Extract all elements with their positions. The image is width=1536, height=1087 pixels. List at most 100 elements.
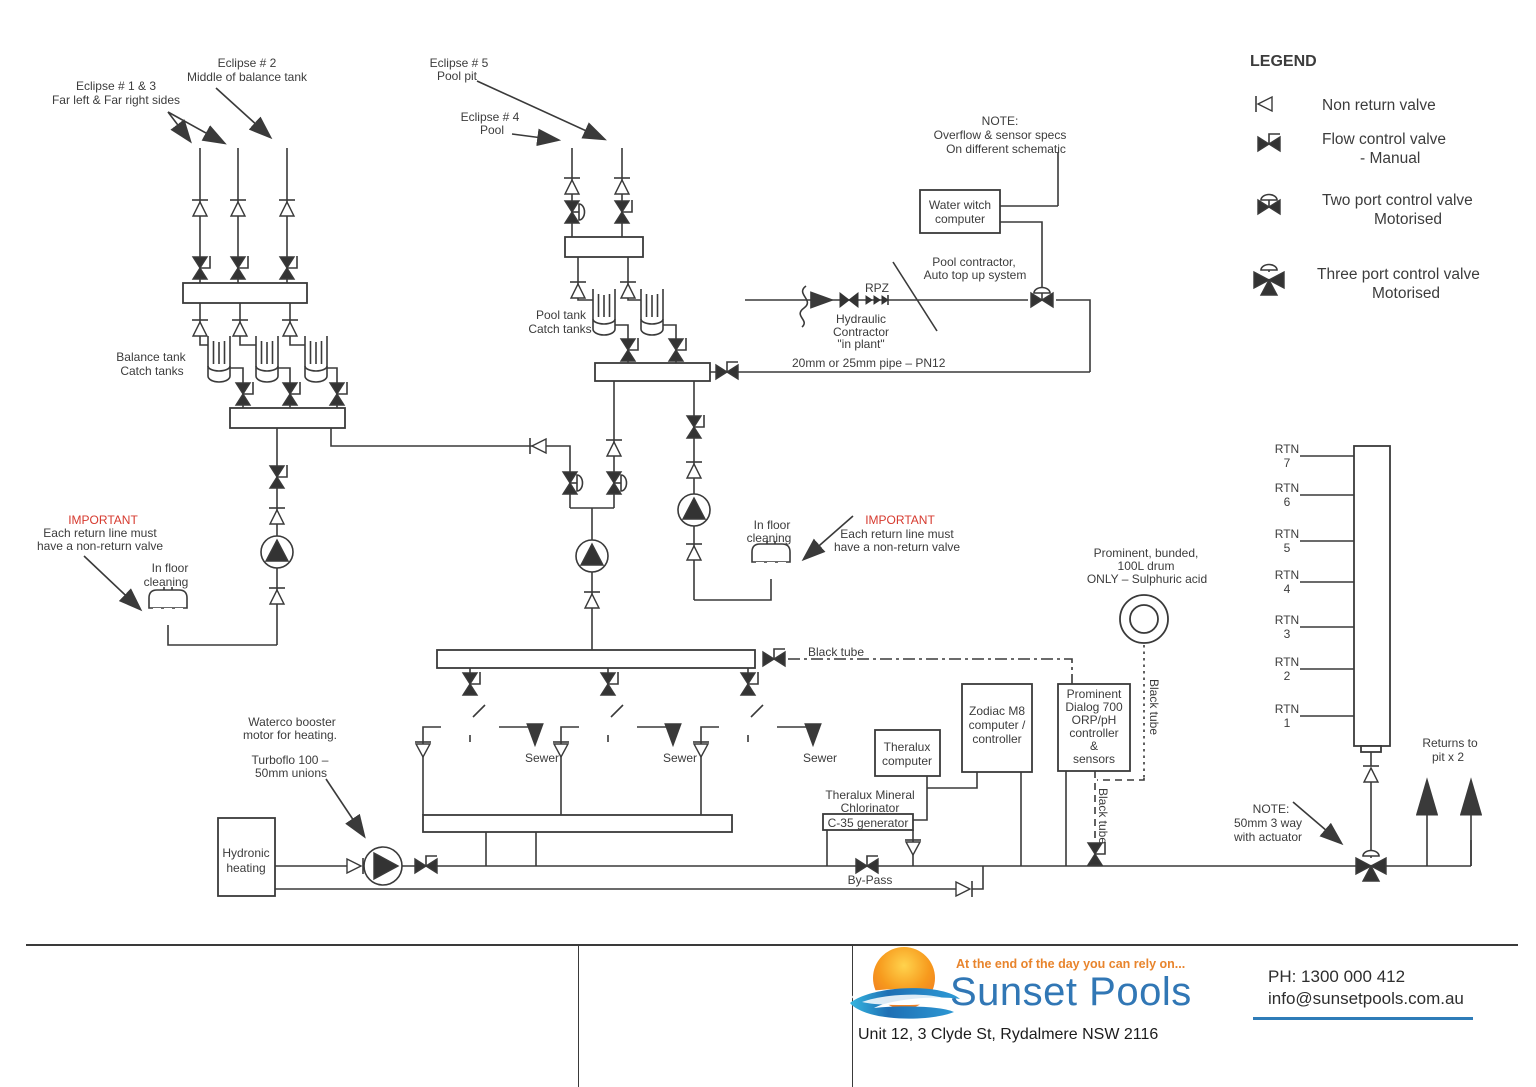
- footer-address: Unit 12, 3 Clyde St, Rydalmere NSW 2116: [858, 1026, 1159, 1043]
- label-eclipse2: Eclipse # 2: [218, 56, 277, 70]
- svg-text:Far left & Far right sides: Far left & Far right sides: [52, 93, 180, 107]
- label-waterco: Waterco booster: [248, 715, 336, 729]
- leader-3way-note: [1292, 801, 1344, 846]
- svg-text:Pool pit: Pool pit: [437, 69, 478, 83]
- three-port-motorised-valve-icon: [1355, 849, 1387, 882]
- flow-control-valve-icon: [614, 199, 633, 224]
- leader-important-left: [83, 555, 143, 612]
- non-return-valve-icon: [685, 543, 703, 561]
- filter-tank: [578, 691, 638, 771]
- rpz-icon: [873, 295, 881, 305]
- label-prominent-controller: Prominent: [1067, 687, 1122, 701]
- svg-text:Motorised: Motorised: [1374, 211, 1442, 228]
- note-3way: NOTE:: [1253, 802, 1290, 816]
- pooltank-manifold: [594, 362, 711, 382]
- label-theralux-computer: Theralux: [884, 740, 931, 754]
- non-return-valve-icon: [281, 319, 299, 337]
- svg-text:50mm 3 way: 50mm 3 way: [1234, 816, 1302, 830]
- catch-tank: [207, 329, 231, 383]
- flow-control-valve-icon: [269, 464, 288, 489]
- flow-control-valve-icon: [762, 648, 786, 667]
- svg-text:with actuator: with actuator: [1233, 830, 1302, 844]
- flow-control-valve-icon: [1087, 841, 1106, 866]
- non-return-valve-icon: [229, 199, 247, 217]
- non-return-valve-icon: [904, 839, 922, 856]
- flow-control-valve-icon: [279, 255, 298, 280]
- catch-tank: [255, 329, 279, 383]
- two-port-motorised-valve-icon: [562, 471, 584, 495]
- flow-control-valve-icon: [668, 337, 687, 362]
- legend-title: LEGEND: [1250, 53, 1317, 70]
- svg-text:heating: heating: [226, 861, 265, 875]
- svg-text:100L drum: 100L drum: [1118, 559, 1175, 573]
- svg-text:ONLY – Sulphuric acid: ONLY – Sulphuric acid: [1087, 572, 1207, 586]
- leader-eclipse13-a: [167, 111, 192, 144]
- booster-pump-icon: [363, 846, 403, 886]
- svg-text:4: 4: [1284, 582, 1291, 596]
- zodiac-m8-box: [961, 683, 1033, 773]
- footer-divider: [26, 944, 1518, 946]
- label-black-tube: Black tube: [808, 645, 864, 659]
- label-sewer-2: Sewer: [663, 751, 697, 765]
- svg-text:Overflow & sensor specs: Overflow & sensor specs: [934, 128, 1067, 142]
- footer-cell-divider: [852, 945, 853, 1087]
- flow-control-valve-icon: [462, 671, 481, 696]
- footer-rule: [1253, 1017, 1473, 1020]
- rtn-manifold-outlet: [1360, 745, 1382, 753]
- label-zodiac: Zodiac M8: [969, 704, 1025, 718]
- footer-tagline: At the end of the day you can rely on...: [956, 957, 1186, 971]
- label-rpz: RPZ: [865, 281, 889, 295]
- footer-email: info@sunsetpools.com.au: [1268, 989, 1464, 1008]
- svg-text:ORP/pH: ORP/pH: [1072, 713, 1117, 727]
- non-return-valve-icon: [529, 437, 547, 455]
- non-return-valve-icon: [346, 857, 364, 875]
- label-hydronic: Hydronic: [222, 846, 269, 860]
- svg-text:have a non-return valve: have a non-return valve: [834, 540, 960, 554]
- svg-text:Two port control valve: Two port control valve: [1322, 192, 1473, 209]
- important-note-left: IMPORTANT: [68, 513, 138, 527]
- in-floor-cleaning-fitting: [148, 586, 188, 626]
- svg-text:Chlorinator: Chlorinator: [841, 801, 900, 815]
- svg-text:controller: controller: [972, 732, 1021, 746]
- label-hydraulic-contractor: Hydraulic: [836, 312, 886, 326]
- non-return-valve-icon: [191, 199, 209, 217]
- leader-eclipse5: [476, 80, 607, 141]
- hydronic-heating-box: [217, 817, 276, 897]
- non-return-valve-icon: [583, 591, 601, 609]
- filter-manifold-top: [436, 649, 756, 669]
- non-return-valve-icon: [231, 319, 249, 337]
- svg-text:Non return valve: Non return valve: [1322, 97, 1436, 114]
- flow-control-valve-icon: [686, 414, 705, 439]
- two-port-motorised-valve-icon: [606, 471, 628, 495]
- non-return-valve-icon: [414, 741, 432, 758]
- prominent-controller-box: [1057, 683, 1131, 772]
- flow-control-valve-icon: [329, 381, 348, 406]
- equipment: [148, 177, 1387, 898]
- label-sewer-1: Sewer: [525, 751, 559, 765]
- svg-text:Each return line must: Each return line must: [43, 526, 157, 540]
- svg-text:&: &: [1090, 739, 1098, 753]
- svg-text:sensors: sensors: [1073, 752, 1115, 766]
- in-floor-cleaning-fitting: [751, 540, 791, 580]
- label-pipe-spec: 20mm or 25mm pipe – PN12: [792, 356, 946, 370]
- svg-text:Flow control valve: Flow control valve: [1322, 131, 1446, 148]
- label-eclipse4: Eclipse # 4: [461, 110, 520, 124]
- svg-text:computer: computer: [882, 754, 932, 768]
- label-turboflo: Turboflo 100 –: [252, 753, 329, 767]
- svg-text:RTN: RTN: [1275, 702, 1299, 716]
- svg-text:cleaning: cleaning: [747, 531, 792, 545]
- svg-text:controller: controller: [1069, 726, 1118, 740]
- non-return-valve-icon: [613, 177, 631, 195]
- svg-text:Contractor: Contractor: [833, 325, 889, 339]
- filter-manifold-bottom: [422, 814, 733, 833]
- flow-control-valve-icon: [414, 855, 438, 874]
- non-return-valve-icon: [1255, 95, 1273, 113]
- svg-text:7: 7: [1284, 456, 1291, 470]
- rpz-icon: [881, 295, 889, 305]
- non-return-valve-icon: [563, 177, 581, 195]
- svg-text:On different schematic: On different schematic: [946, 142, 1066, 156]
- flow-control-valve-icon: [715, 361, 739, 380]
- footer-phone: PH: 1300 000 412: [1268, 967, 1406, 986]
- valve-topup-a: [839, 291, 850, 309]
- diagram-labels: Eclipse # 1 & 3 Far left & Far right sid…: [37, 56, 1478, 887]
